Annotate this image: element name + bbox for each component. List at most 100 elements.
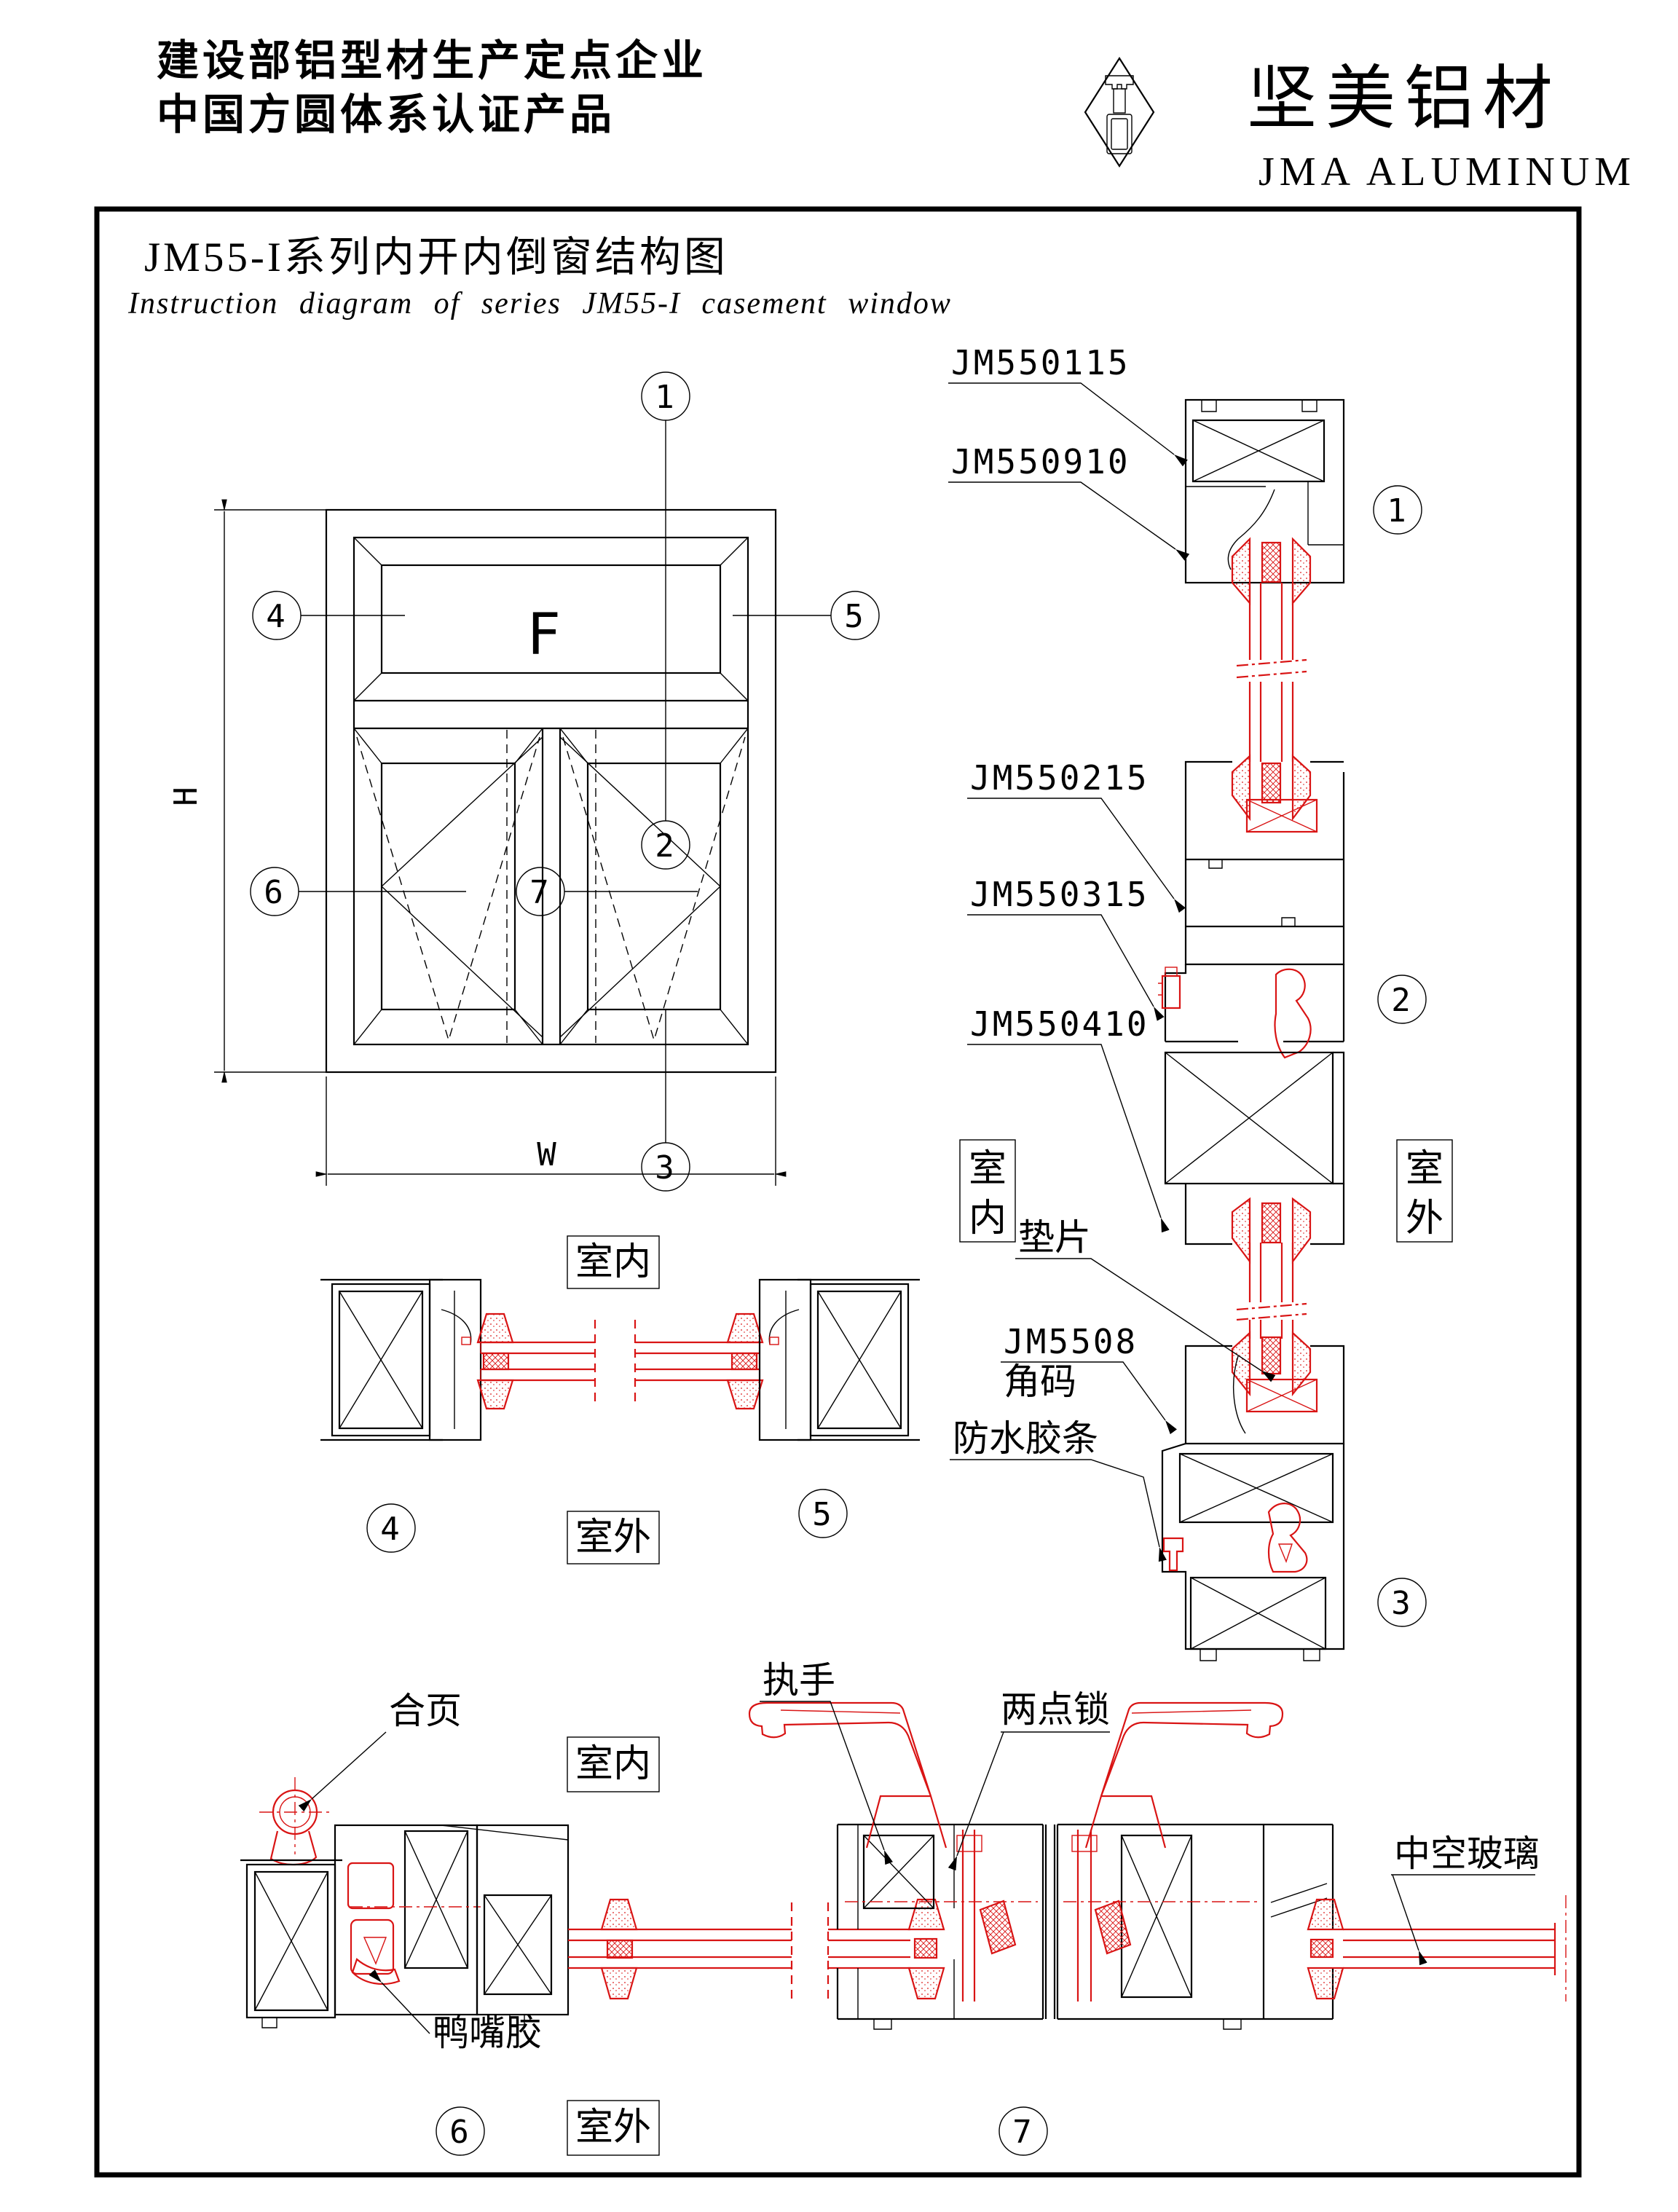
svg-text:JM550315: JM550315 xyxy=(970,875,1149,914)
jamb-profile-right xyxy=(758,1278,920,1441)
svg-text:防水胶条: 防水胶条 xyxy=(953,1418,1098,1459)
svg-text:角码: 角码 xyxy=(1004,1361,1076,1402)
fixed-pane-label: F xyxy=(527,602,563,668)
handle-left xyxy=(748,1701,948,1849)
two-point-lock-label: 两点锁 xyxy=(948,1689,1110,1871)
fixed-glass-unit xyxy=(1231,537,1312,822)
insulated-glass-label: 中空玻璃 xyxy=(1391,1833,1540,1966)
title-cn: JM55-I系列内开内倒窗结构图 xyxy=(144,235,728,280)
section-callout-3: 3 xyxy=(1377,1578,1427,1627)
svg-text:3: 3 xyxy=(1391,1585,1413,1622)
svg-text:6: 6 xyxy=(264,874,285,911)
svg-text:1: 1 xyxy=(655,379,677,416)
section-callout-2: 2 xyxy=(1377,975,1427,1024)
window-elevation: F H W 1 2 3 4 xyxy=(168,371,880,1192)
part-label-jm550115: JM550115 xyxy=(948,343,1188,467)
brand-name-en: JMA ALUMINUM xyxy=(1258,149,1636,194)
part-label-jm550910: JM550910 xyxy=(948,442,1190,561)
svg-text:执手: 执手 xyxy=(763,1660,835,1701)
svg-text:内: 内 xyxy=(969,1198,1007,1240)
svg-text:室内: 室内 xyxy=(575,1242,651,1283)
meeting-stile-gap xyxy=(1044,1825,1056,2019)
svg-text:5: 5 xyxy=(844,598,866,635)
handle-label: 执手 xyxy=(760,1660,894,1865)
callout-6: 6 xyxy=(250,867,466,916)
indoor-box-bottom: 室内 xyxy=(567,1736,660,1792)
svg-text:JM550910: JM550910 xyxy=(951,442,1130,481)
waterproof-label: 防水胶条 xyxy=(950,1418,1167,1562)
svg-text:鸭嘴胶: 鸭嘴胶 xyxy=(433,2012,542,2053)
indoor-box-right: 室 内 xyxy=(959,1139,1016,1243)
insulated-glass-unit xyxy=(1307,1895,1567,2002)
part-label-jm550410: JM550410 xyxy=(967,1004,1170,1233)
section-callout-4: 4 xyxy=(366,1503,416,1553)
hinge-label: 合页 xyxy=(298,1691,462,1812)
callout-4: 4 xyxy=(252,591,405,640)
svg-text:外: 外 xyxy=(1406,1198,1443,1240)
svg-text:4: 4 xyxy=(380,1511,402,1548)
svg-text:3: 3 xyxy=(655,1149,677,1186)
shim-label: 垫片 xyxy=(1015,1217,1276,1382)
bottom-section: 合页 鸭嘴胶 xyxy=(240,1660,1567,2156)
meeting-stile-left xyxy=(836,1823,1044,2030)
callout-7: 7 xyxy=(516,867,698,916)
meeting-stile-right xyxy=(1056,1823,1334,2030)
svg-text:室: 室 xyxy=(969,1149,1007,1190)
brand-name-cn: 坚美铝材 xyxy=(1247,60,1561,138)
callout-5: 5 xyxy=(733,591,880,640)
glass-unit-middle xyxy=(476,1312,764,1410)
transom-adapter-profile xyxy=(1158,964,1345,1059)
indoor-box-middle: 室内 xyxy=(567,1235,660,1289)
svg-text:JM550115: JM550115 xyxy=(951,343,1130,382)
svg-text:室: 室 xyxy=(1406,1149,1443,1190)
svg-text:H: H xyxy=(168,784,205,806)
transom-chamber-profile xyxy=(1164,1051,1345,1185)
svg-text:5: 5 xyxy=(812,1496,834,1533)
sill-frame-profile xyxy=(1161,1442,1345,1661)
outdoor-box-middle: 室外 xyxy=(567,1511,660,1564)
svg-text:7: 7 xyxy=(529,874,551,911)
section-callout-6: 6 xyxy=(436,2106,485,2156)
part-label-jm550315: JM550315 xyxy=(967,875,1165,1021)
title-en: Instruction diagram of series JM55-I cas… xyxy=(127,287,952,320)
glass-unit-bottom xyxy=(568,1898,945,2000)
jamb-profile-left xyxy=(320,1278,482,1441)
certification-line-1: 建设部铝型材生产定点企业 xyxy=(157,37,707,84)
certification-line-2: 中国方圆体系认证产品 xyxy=(157,91,615,138)
jma-logo-icon xyxy=(1084,56,1155,168)
left-sash-tilt-symbol xyxy=(356,736,540,1042)
part-label-jm550215: JM550215 xyxy=(967,758,1186,913)
horizontal-section: 室内 室外 4 5 xyxy=(320,1235,920,1564)
svg-text:垫片: 垫片 xyxy=(1018,1217,1091,1258)
svg-text:W: W xyxy=(537,1136,559,1173)
section-callout-1: 1 xyxy=(1373,485,1422,535)
handle-right xyxy=(1084,1701,1284,1849)
svg-text:4: 4 xyxy=(266,598,288,635)
dimension-height: H xyxy=(168,499,326,1083)
left-sash-open-symbol xyxy=(380,736,543,1038)
hinge-detail xyxy=(259,1777,331,1866)
vertical-section: JM550115 JM550910 JM550215 JM550315 JM55… xyxy=(948,343,1453,1661)
duckbill-label: 鸭嘴胶 xyxy=(369,1969,542,2053)
callout-3: 3 xyxy=(641,1009,690,1192)
svg-text:中空玻璃: 中空玻璃 xyxy=(1394,1833,1540,1874)
svg-text:7: 7 xyxy=(1012,2114,1034,2151)
svg-text:JM5508: JM5508 xyxy=(1004,1322,1138,1361)
svg-text:两点锁: 两点锁 xyxy=(1001,1689,1110,1730)
callout-2: 2 xyxy=(641,820,690,870)
outdoor-box-bottom: 室外 xyxy=(567,2100,660,2156)
svg-text:2: 2 xyxy=(1391,982,1413,1019)
drawing-title: JM55-I系列内开内倒窗结构图 Instruction diagram of … xyxy=(127,235,952,320)
svg-text:合页: 合页 xyxy=(389,1691,462,1731)
casement-glass-unit xyxy=(1236,1243,1307,1339)
setting-block-shim xyxy=(1245,1378,1318,1413)
section-callout-7: 7 xyxy=(998,2106,1048,2156)
svg-text:JM550410: JM550410 xyxy=(970,1004,1149,1044)
right-sash-tilt-symbol xyxy=(562,736,746,1042)
dimension-width: W xyxy=(315,1077,787,1186)
svg-text:1: 1 xyxy=(1387,492,1409,530)
frame-sash-detail-6 xyxy=(240,1824,570,2028)
callout-1: 1 xyxy=(641,371,690,821)
